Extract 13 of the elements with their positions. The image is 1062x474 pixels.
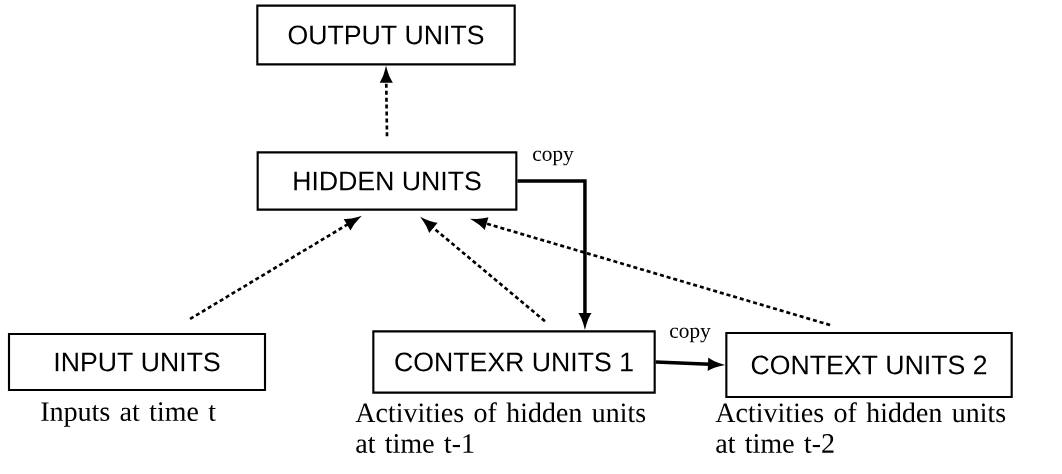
unit-box: OUTPUT UNITS xyxy=(256,4,516,66)
edge-label: copy xyxy=(667,326,713,344)
unit-box: HIDDEN UNITS xyxy=(256,151,518,211)
caption-text: Activities of hidden units at time t-2 xyxy=(715,402,1006,453)
arrow xyxy=(473,217,831,327)
caption-text: Inputs at time t xyxy=(41,402,216,427)
edge-label: copy xyxy=(530,149,576,167)
caption-text: Activities of hidden units at time t-1 xyxy=(355,402,646,453)
unit-box: CONTEXT UNITS 2 xyxy=(725,331,1013,399)
unit-box: CONTEXR UNITS 1 xyxy=(372,330,656,394)
arrow xyxy=(189,217,359,321)
arrow xyxy=(422,218,546,323)
unit-box: INPUT UNITS xyxy=(7,332,267,392)
